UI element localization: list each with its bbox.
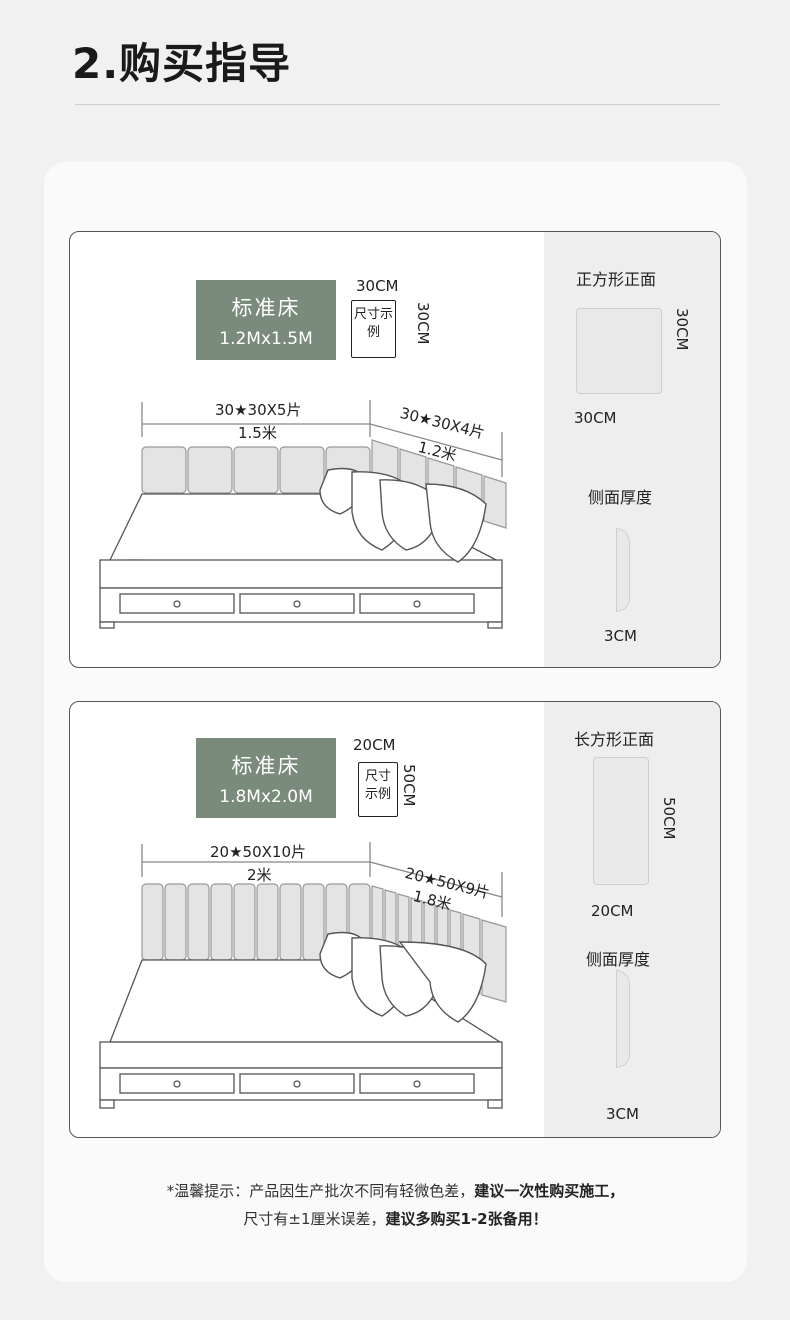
tile-height: 50CM (660, 797, 678, 840)
shape-title: 长方形正面 (574, 730, 655, 749)
shape-title: 正方形正面 (576, 270, 657, 289)
example-height: 30CM (414, 302, 432, 345)
thickness-value: 3CM (604, 627, 637, 645)
bed-illustration (99, 842, 507, 1109)
thickness-value: 3CM (606, 1105, 639, 1123)
thickness-title: 侧面厚度 (586, 950, 651, 969)
example-width: 20CM (353, 736, 396, 754)
tip-line-2: 尺寸有±1厘米误差，建议多购买1-2张备用！ (44, 1208, 747, 1229)
tile-height: 30CM (673, 308, 691, 351)
title-divider (75, 104, 720, 105)
tile-width: 20CM (591, 902, 634, 920)
example-height: 50CM (400, 764, 418, 807)
back-panel-count: 30★30X5片 (215, 401, 302, 419)
badge-size: 1.2Mx1.5M (219, 329, 313, 349)
tile-spec-panel: 正方形正面 30CM 30CM 侧面厚度 3CM (544, 232, 720, 667)
back-panel-length: 1.5米 (238, 424, 277, 442)
thickness-title: 侧面厚度 (588, 488, 653, 507)
thickness-shape (616, 528, 630, 612)
bed-illustration (99, 400, 507, 629)
tile-spec-panel: 长方形正面 50CM 20CM 侧面厚度 3CM (544, 702, 720, 1137)
badge-title: 标准床 (231, 296, 301, 320)
example-box: 尺寸示例 (351, 300, 396, 358)
tile-width: 30CM (574, 409, 617, 427)
size-guide-panel-2: 标准床 1.8Mx2.0M 20CM 尺寸示例 50CM (69, 701, 721, 1138)
tip-1-bold: 建议一次性购买施工， (474, 1182, 625, 1200)
rectangle-tile (593, 757, 649, 885)
thickness-shape (616, 970, 630, 1068)
back-panel-length: 2米 (247, 866, 272, 884)
tip-1-text: *温馨提示：产品因生产批次不同有轻微色差， (166, 1182, 475, 1200)
badge-title: 标准床 (231, 754, 301, 778)
page-title: 2.购买指导 (72, 39, 292, 88)
tip-2-bold: 建议多购买1-2张备用！ (385, 1210, 548, 1228)
back-panel-count: 20★50X10片 (210, 843, 306, 861)
example-width: 30CM (356, 277, 399, 295)
size-guide-panel-1: 标准床 1.2Mx1.5M 30CM 尺寸示例 30CM (69, 231, 721, 668)
bed-size-badge: 标准床 1.2Mx1.5M (196, 280, 336, 360)
tip-2-text: 尺寸有±1厘米误差， (243, 1210, 386, 1228)
badge-size: 1.8Mx2.0M (219, 787, 313, 807)
square-tile (576, 308, 662, 394)
bed-size-badge: 标准床 1.8Mx2.0M (196, 738, 336, 818)
example-box: 尺寸示例 (358, 762, 398, 817)
tip-line-1: *温馨提示：产品因生产批次不同有轻微色差，建议一次性购买施工， (44, 1180, 747, 1201)
